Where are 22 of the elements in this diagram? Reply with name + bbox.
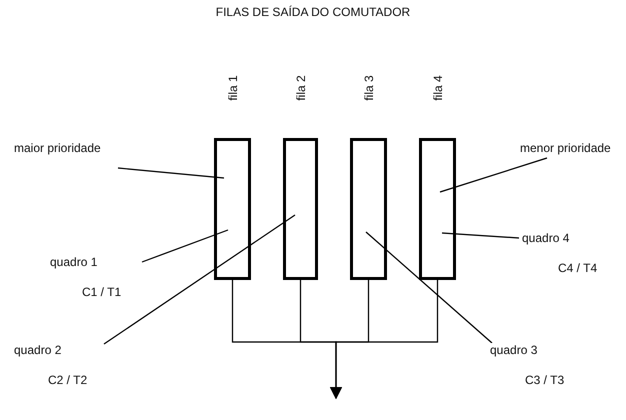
callout-label: maior prioridade <box>14 141 101 155</box>
leader-line <box>440 157 548 193</box>
queue-label: fila 1 <box>226 75 240 101</box>
queue-label: fila 3 <box>362 75 376 101</box>
queue-label: fila 2 <box>294 75 308 101</box>
frame-code: C3 / T3 <box>525 373 564 387</box>
leader-line <box>366 232 492 344</box>
leader-line <box>142 229 228 263</box>
leader-line <box>118 167 224 179</box>
callout-label: quadro 1 <box>50 255 98 269</box>
output-arrow <box>330 280 438 400</box>
leader-line <box>104 214 296 344</box>
diagram-title: FILAS DE SAÍDA DO COMUTADOR <box>214 5 412 19</box>
leader-line <box>442 232 520 239</box>
callout-label: quadro 3 <box>490 343 538 357</box>
frame-code: C1 / T1 <box>82 285 122 299</box>
frame-code: C4 / T4 <box>558 261 598 275</box>
callout-label: menor prioridade <box>520 141 611 155</box>
callout-label: quadro 2 <box>14 343 62 357</box>
callout-label: quadro 4 <box>522 231 570 245</box>
frame-code: C2 / T2 <box>48 373 88 387</box>
queue-label: fila 4 <box>430 75 444 101</box>
